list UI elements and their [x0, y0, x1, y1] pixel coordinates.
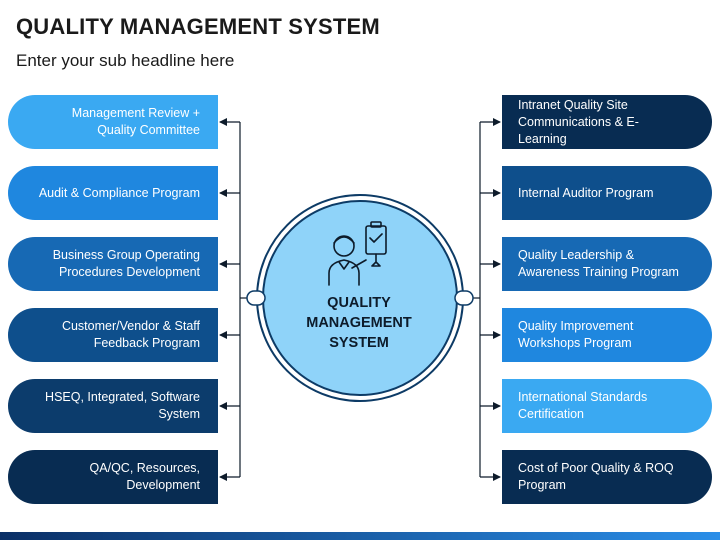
left-item-label: QA/QC, Resources, Development	[89, 461, 200, 492]
right-item-1: Intranet Quality Site Communications & E…	[502, 95, 712, 149]
right-item-5: International Standards Certification	[502, 379, 712, 433]
left-item-3: Business Group Operating Procedures Deve…	[8, 237, 218, 291]
right-item-2: Internal Auditor Program	[502, 166, 712, 220]
right-notch	[454, 290, 474, 306]
left-item-label: Business Group Operating Procedures Deve…	[52, 248, 200, 279]
left-item-6: QA/QC, Resources, Development	[8, 450, 218, 504]
right-item-4: Quality Improvement Workshops Program	[502, 308, 712, 362]
right-item-3: Quality Leadership & Awareness Training …	[502, 237, 712, 291]
right-item-label: International Standards Certification	[518, 390, 648, 421]
page-subtitle: Enter your sub headline here	[16, 51, 235, 70]
right-item-label: Cost of Poor Quality & ROQ Program	[518, 461, 674, 492]
right-item-label: Internal Auditor Program	[518, 185, 654, 200]
left-item-1: Management Review + Quality Committee	[8, 95, 218, 149]
left-item-label: Audit & Compliance Program	[38, 185, 200, 200]
bottom-accent-bar	[0, 532, 720, 540]
quality-inspector-icon	[328, 221, 387, 286]
right-item-label: Intranet Quality Site Communications & E…	[518, 97, 639, 146]
page-title: QUALITY MANAGEMENT SYSTEM	[16, 14, 380, 39]
right-item-6: Cost of Poor Quality & ROQ Program	[502, 450, 712, 504]
right-item-label: Quality Improvement Workshops Program	[518, 319, 634, 350]
left-item-label: Management Review + Quality Committee	[71, 106, 200, 137]
right-item-label: Quality Leadership & Awareness Training …	[518, 248, 679, 279]
left-item-2: Audit & Compliance Program	[8, 166, 218, 220]
left-item-label: Customer/Vendor & Staff Feedback Program	[61, 319, 200, 350]
center-label: QUALITY MANAGEMENT SYSTEM	[306, 295, 412, 351]
left-item-4: Customer/Vendor & Staff Feedback Program	[8, 308, 218, 362]
left-item-label: HSEQ, Integrated, Software System	[45, 390, 200, 421]
left-notch	[246, 290, 266, 306]
left-item-5: HSEQ, Integrated, Software System	[8, 379, 218, 433]
